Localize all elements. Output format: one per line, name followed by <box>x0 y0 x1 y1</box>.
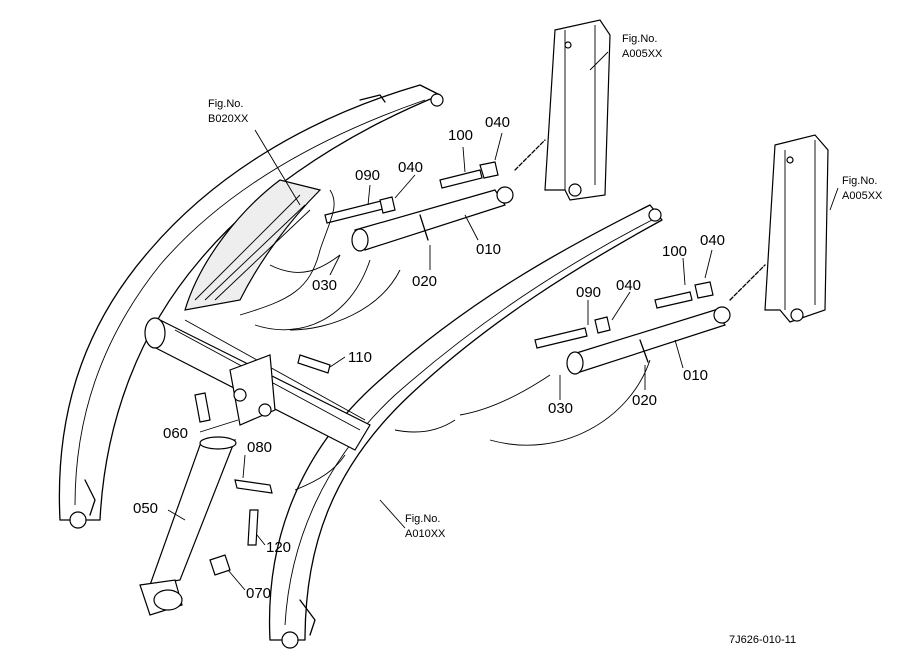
part-label: 090 <box>576 284 601 301</box>
part-label: 040 <box>485 114 510 131</box>
part-label: 030 <box>312 277 337 294</box>
part-number-labels: 100 040 090 040 010 030 020 100 040 090 … <box>133 114 725 602</box>
part-label: 090 <box>355 167 380 184</box>
cylinder-upper-left <box>324 161 514 252</box>
part-label: 100 <box>448 127 473 144</box>
upright-post-top <box>544 19 611 201</box>
figure-ref-b020xx: Fig.No. B020XX <box>208 98 249 125</box>
leader-lines <box>167 51 839 591</box>
part-label: 110 <box>348 349 372 366</box>
cylinder-right <box>534 281 731 375</box>
part-label: 010 <box>476 241 501 258</box>
part-label: 010 <box>683 367 708 384</box>
part-label: 070 <box>246 585 271 602</box>
svg-text:Fig.No.: Fig.No. <box>622 33 657 45</box>
svg-text:Fig.No.: Fig.No. <box>208 98 243 110</box>
svg-text:Fig.No.: Fig.No. <box>842 175 877 187</box>
figure-ref-a010xx: Fig.No. A010XX <box>405 513 446 540</box>
part-label: 030 <box>548 400 573 417</box>
hydraulic-hoses <box>239 139 766 491</box>
part-label: 060 <box>163 425 188 442</box>
part-label: 040 <box>700 232 725 249</box>
cross-tube <box>144 317 371 451</box>
part-label: 120 <box>266 539 291 556</box>
left-link-plate <box>184 179 322 311</box>
svg-text:B020XX: B020XX <box>208 113 249 125</box>
part-label: 020 <box>412 273 437 290</box>
part-label: 020 <box>632 392 657 409</box>
part-label: 080 <box>247 439 272 456</box>
part-label: 040 <box>398 159 423 176</box>
part-label: 050 <box>133 500 158 517</box>
left-boom-arm <box>58 84 444 529</box>
figure-ref-a005xx-right: Fig.No. A005XX <box>842 175 883 202</box>
svg-text:A005XX: A005XX <box>622 48 663 60</box>
drawing-code: 7J626-010-11 <box>729 634 796 646</box>
right-boom-arm <box>268 204 663 649</box>
upright-post-right <box>764 134 829 323</box>
svg-text:A010XX: A010XX <box>405 528 446 540</box>
svg-text:A005XX: A005XX <box>842 190 883 202</box>
svg-text:Fig.No.: Fig.No. <box>405 513 440 525</box>
figure-ref-a005xx-top: Fig.No. A005XX <box>622 33 663 60</box>
cylinder-bucket <box>139 354 331 616</box>
part-label: 100 <box>662 243 687 260</box>
part-label: 040 <box>616 277 641 294</box>
